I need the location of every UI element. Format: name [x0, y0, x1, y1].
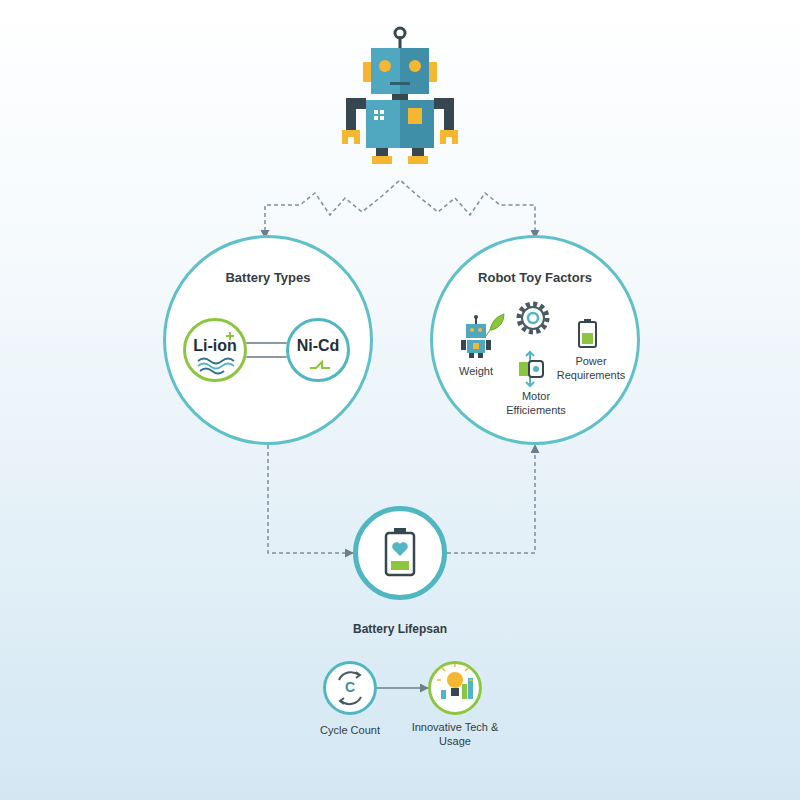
connector: [447, 445, 535, 553]
icon-letter: C: [341, 679, 359, 697]
circle-outline: [428, 661, 482, 715]
circle-border: [432, 237, 639, 444]
circle-outline: [353, 506, 447, 600]
connector: [246, 356, 287, 358]
circle-border: [430, 663, 481, 714]
connector: [268, 445, 353, 553]
node-label: Innovative Tech & Usage: [405, 721, 505, 749]
cycle-arrows-icon: [339, 672, 361, 704]
motor-icon: [519, 352, 543, 386]
node-label: Cycle Count: [295, 724, 405, 738]
zigzag-link: [265, 180, 535, 238]
leaf-icon: [486, 314, 504, 336]
innovation-icon: [437, 663, 473, 699]
node-label: Ni-Cd: [288, 336, 348, 356]
connector: [246, 342, 287, 344]
circle-node: Ni-Cd: [286, 318, 350, 382]
circle-border: [185, 320, 246, 381]
circle-node: Li-ion: [183, 318, 247, 382]
node-label: Battery Lifepsan: [315, 622, 485, 637]
factor-label: Power Requirements: [551, 355, 631, 383]
circle-border: [325, 663, 376, 714]
ni-cd-icon: [310, 362, 330, 368]
circle-border: [356, 509, 445, 598]
node-label: Battery Types: [178, 270, 358, 286]
circle-node: Battery TypesLi-ion Ni-Cd: [163, 235, 373, 445]
circle-node: CCycle Count: [323, 661, 377, 715]
circle-border: [288, 320, 349, 381]
gear-icon: [519, 304, 547, 332]
circle-node: Battery Lifepsan: [353, 506, 447, 600]
circle-node: Innovative Tech & Usage: [428, 661, 482, 715]
factor-label: Motor Efficiements: [496, 390, 576, 418]
factor-label: Weight: [441, 365, 511, 379]
battery-heart-icon: [386, 528, 414, 575]
battery-icon: [579, 319, 596, 347]
connector: [377, 687, 428, 689]
weight-robot-icon: [461, 315, 491, 358]
node-label: Robot Toy Factors: [445, 270, 625, 286]
node-label: Li-ion: [185, 336, 245, 356]
circle-border: [165, 237, 372, 444]
circle-fills: [163, 235, 640, 715]
robot-illustration: [342, 28, 458, 164]
